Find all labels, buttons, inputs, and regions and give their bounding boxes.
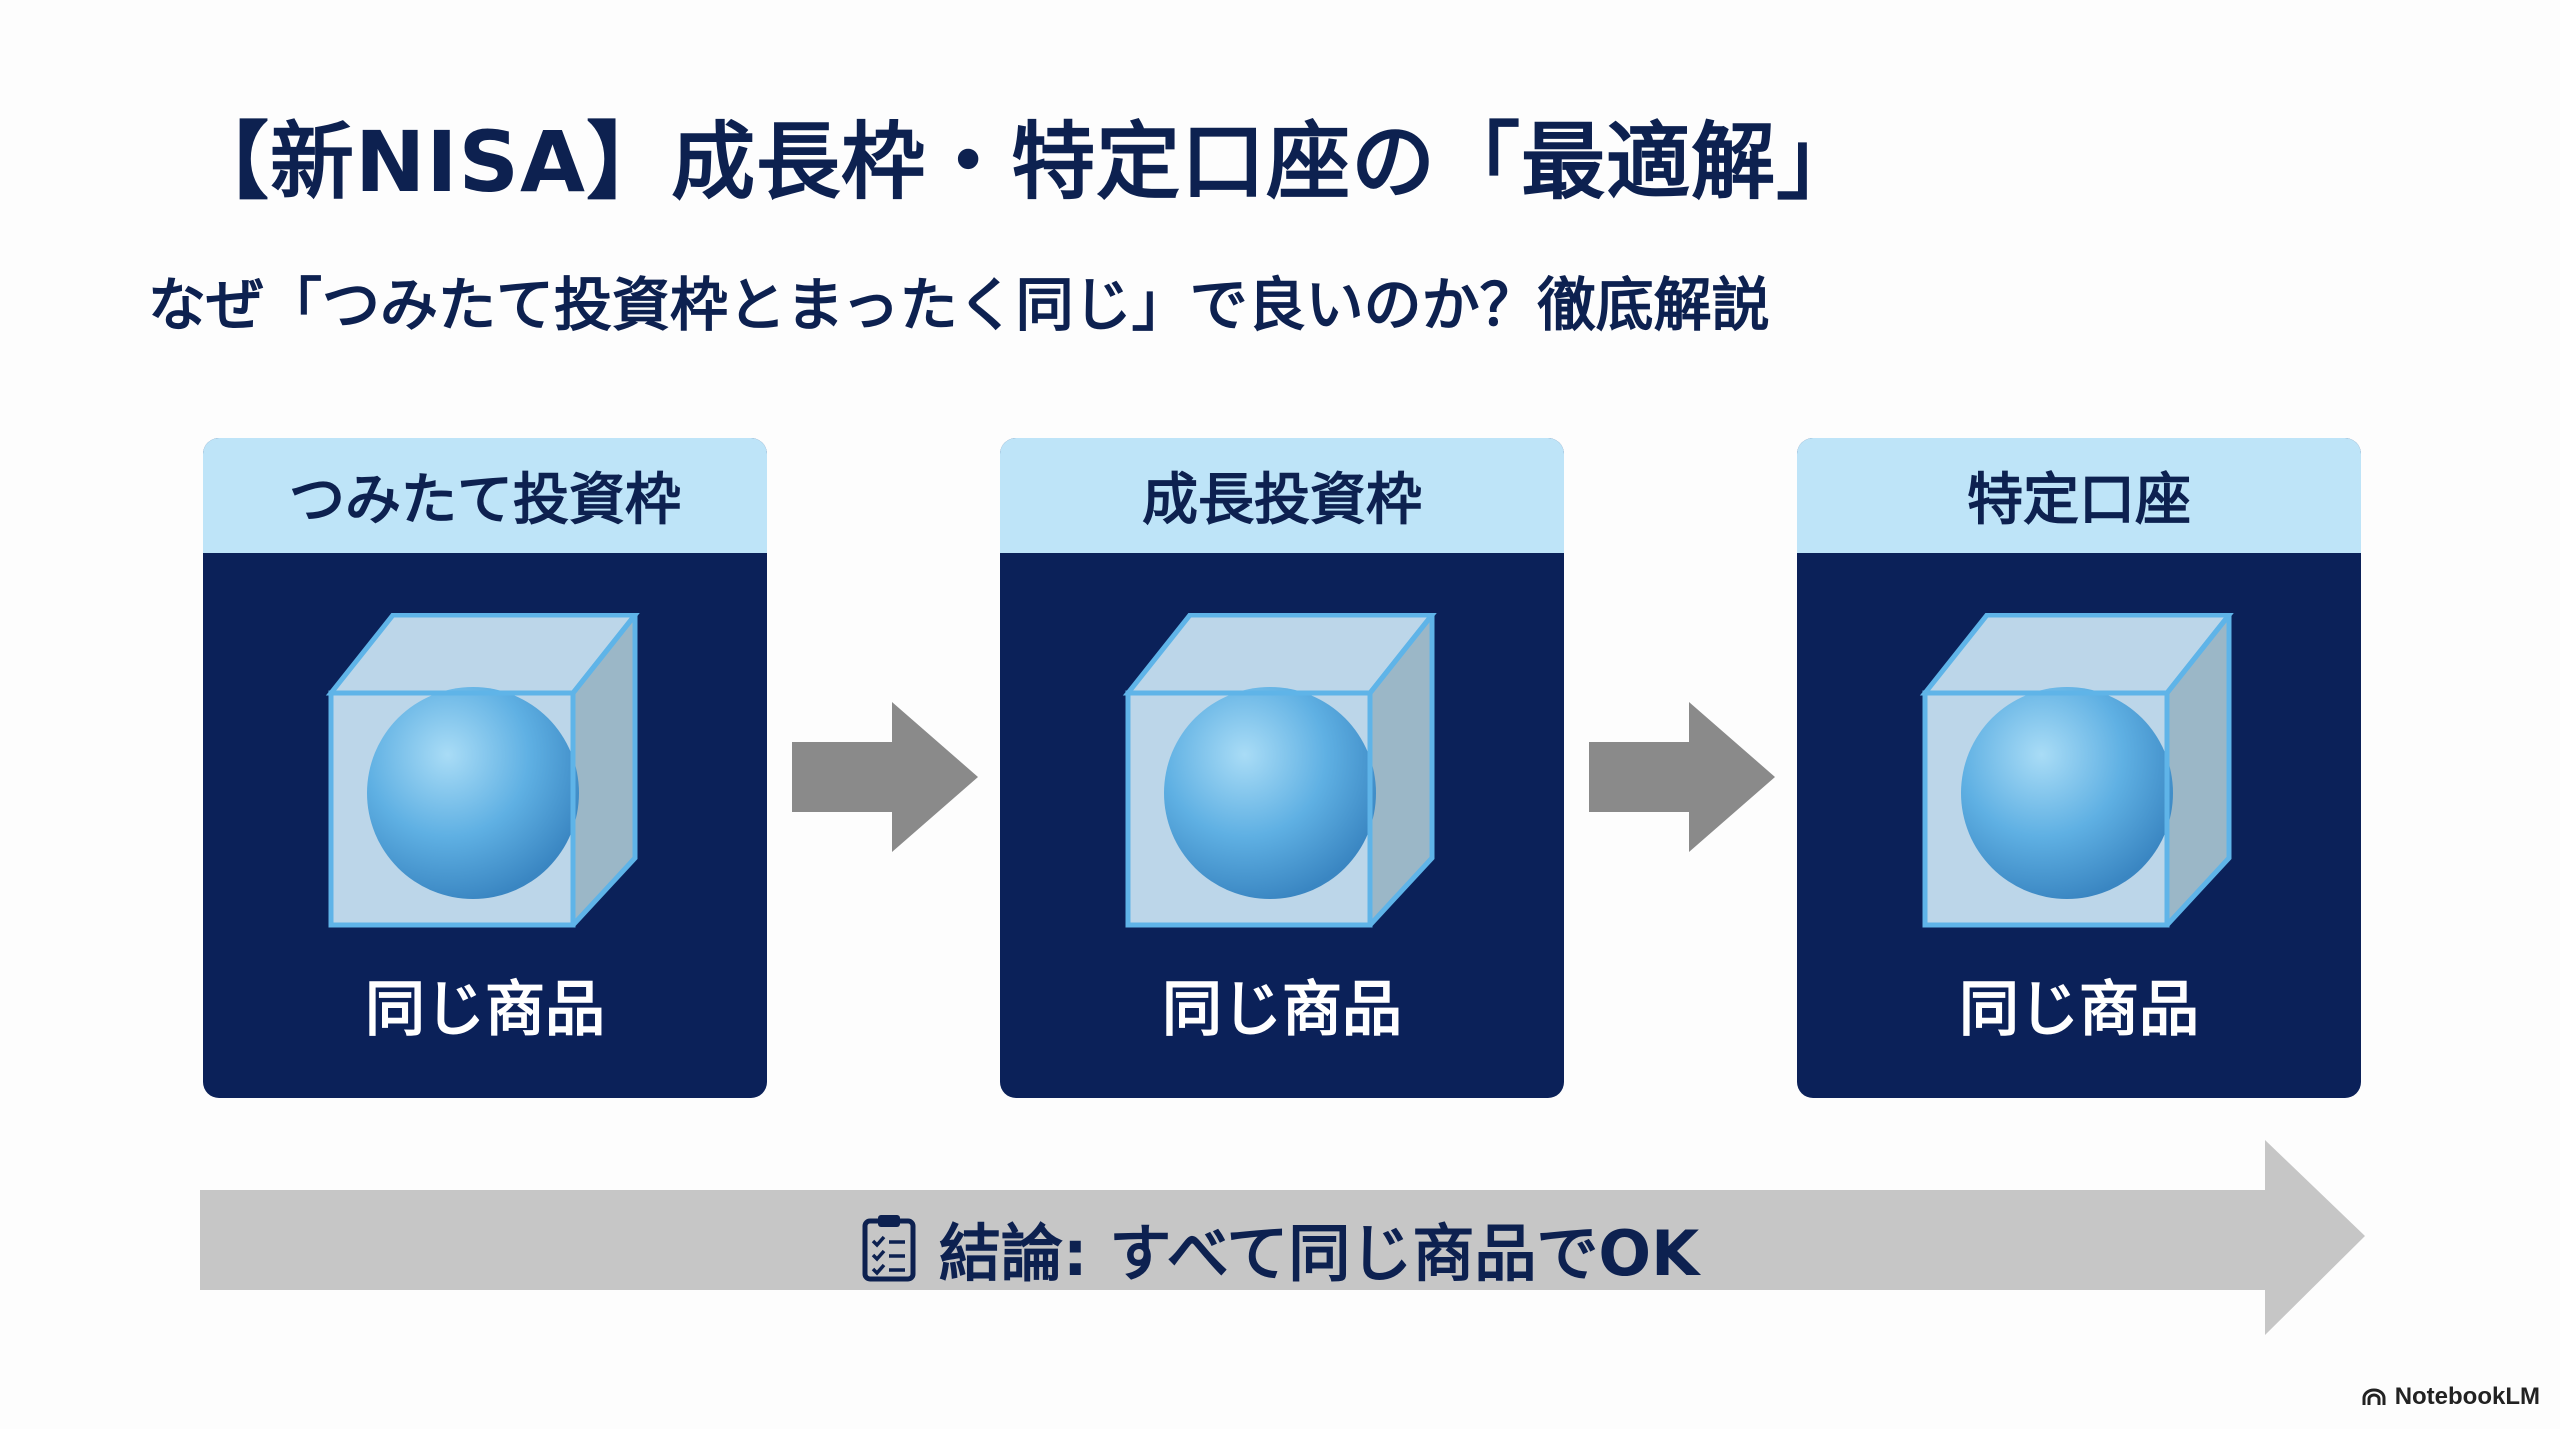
clipboard-checklist-icon (862, 1215, 916, 1282)
conclusion: 結論: すべて同じ商品でOK (0, 1203, 2560, 1293)
arrow-right-icon (1589, 702, 1775, 852)
notebooklm-logo-icon (2362, 1388, 2386, 1405)
card-label: 同じ商品 (365, 975, 605, 1045)
card-label: 同じ商品 (1162, 975, 1402, 1045)
card-header: つみたて投資枠 (203, 438, 767, 553)
arrow-right-icon (792, 702, 978, 852)
card-tsumitate: つみたて投資枠 同じ商品 (203, 438, 767, 1098)
card-seicho: 成長投資枠 同じ商品 (1000, 438, 1564, 1098)
card-label: 同じ商品 (1959, 975, 2199, 1045)
card-tokutei: 特定口座 同じ商品 (1797, 438, 2361, 1098)
page-title: 【新NISA】成長枠・特定口座の「最適解」 (185, 113, 1862, 211)
cube-sphere-icon (1919, 613, 2234, 928)
card-header: 特定口座 (1797, 438, 2361, 553)
conclusion-arrow (200, 1140, 2365, 1335)
brand-text: NotebookLM (2394, 1383, 2540, 1410)
conclusion-text: 結論: すべて同じ商品でOK (938, 1217, 1700, 1290)
cube-sphere-icon (1122, 613, 1437, 928)
page-subtitle: なぜ「つみたて投資枠とまったく同じ」で良いのか？徹底解説 (148, 271, 1770, 339)
brand-watermark: NotebookLM (2361, 1383, 2540, 1411)
cube-sphere-icon (325, 613, 640, 928)
card-header: 成長投資枠 (1000, 438, 1564, 553)
